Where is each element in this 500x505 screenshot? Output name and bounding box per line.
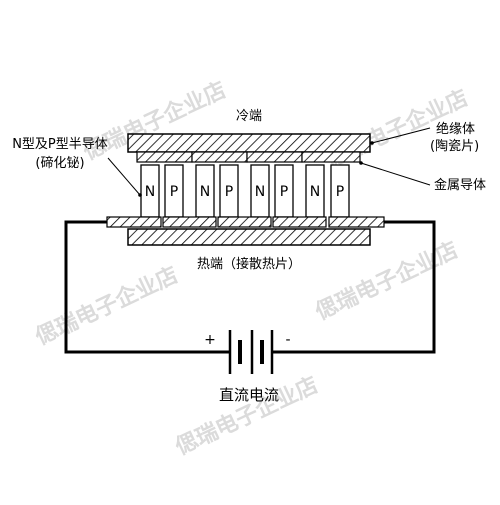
leg-n-4-label: N — [310, 184, 320, 200]
bottom-metal-strips — [106, 216, 385, 228]
metal-conductor-label: 金属导体 — [434, 177, 486, 193]
semiconductor-sublabel: (碲化铋) — [35, 155, 84, 171]
bottom-metal-strip — [217, 216, 272, 228]
top-insulator-plate — [127, 133, 371, 153]
top-metal-strip — [246, 151, 303, 163]
bottom-metal-strip — [162, 216, 217, 228]
leg-n-1-label: N — [145, 184, 155, 200]
semiconductor-label: N型及P型半导体 — [12, 137, 108, 152]
leg-n-3-label: N — [255, 184, 265, 200]
battery-icon — [212, 330, 288, 374]
leg-n-2-label: N — [200, 184, 210, 200]
battery-plus-label: + — [204, 332, 216, 348]
leg-p-3-label: P — [280, 184, 288, 200]
bottom-metal-strip — [272, 216, 327, 228]
leg-p-2-label: P — [225, 184, 233, 200]
watermark-text: 偲瑞电子企业店 — [31, 262, 182, 351]
top-metal-strip — [136, 151, 193, 163]
circuit-wire — [64, 220, 436, 354]
top-metal-strips — [136, 151, 361, 163]
insulator-sublabel: (陶瓷片) — [430, 138, 479, 154]
bottom-metal-strip-left-terminal — [106, 216, 162, 228]
leader-lines — [107, 127, 431, 197]
leg-p-1-label: P — [170, 184, 178, 200]
semiconductor-leader-dot — [138, 193, 142, 197]
semiconductor-leader-line — [107, 157, 141, 196]
insulator-leader-dot — [370, 141, 374, 145]
metal-leader-dot — [359, 161, 363, 165]
top-metal-strip — [301, 151, 361, 163]
bottom-insulator-plate — [127, 228, 371, 246]
top-metal-strip — [191, 151, 248, 163]
bottom-metal-strip-right-terminal — [328, 216, 385, 228]
leg-p-4-label: P — [336, 184, 344, 200]
insulator-leader-line — [371, 127, 431, 144]
cold-end-label: 冷端 — [236, 109, 262, 124]
battery-minus-label: - — [285, 332, 290, 348]
dc-source-label: 直流电流 — [219, 386, 279, 404]
hot-end-label: 热端（接散热片） — [197, 256, 301, 272]
insulator-label: 绝缘体 — [436, 121, 475, 137]
semiconductor-legs: N P N P N P N P — [140, 164, 350, 218]
metal-leader-line — [360, 162, 431, 186]
watermark-text: 偲瑞电子企业店 — [311, 237, 462, 326]
